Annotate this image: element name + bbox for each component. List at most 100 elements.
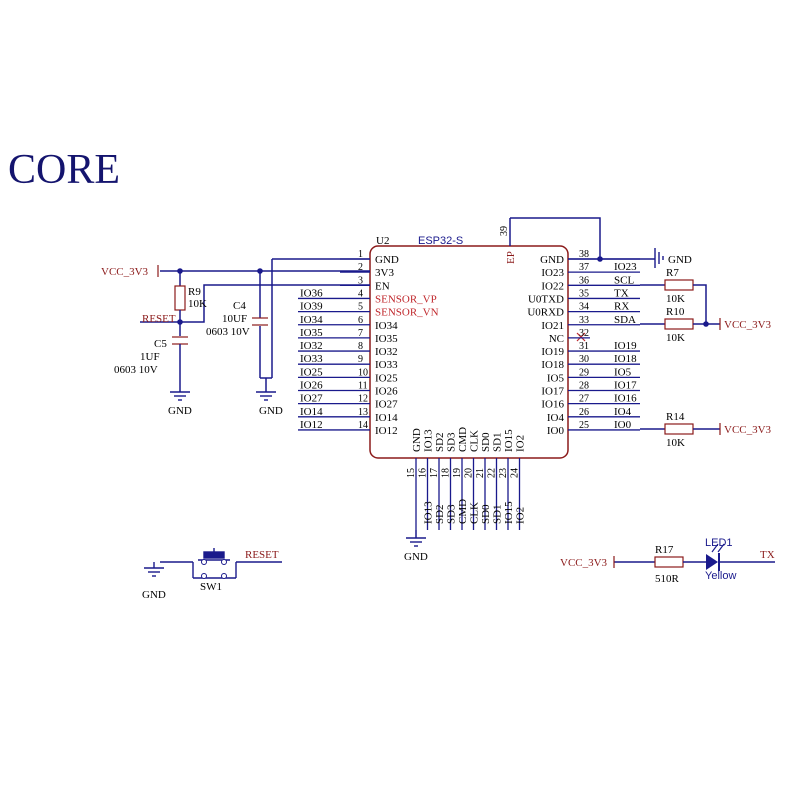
c4-value: 10UF [222, 313, 247, 325]
left-pin-name: IO35 [375, 333, 398, 345]
bottom-pin-name: SD0 [480, 432, 492, 452]
c4-package: 0603 10V [206, 326, 250, 338]
right-pin-number: 31 [579, 341, 589, 352]
gnd-label-c5: GND [168, 405, 192, 417]
right-pin-name: IO21 [541, 320, 564, 332]
sw1-contact-d [221, 573, 227, 579]
r14-value: 10K [666, 437, 685, 449]
right-pin-number: 28 [579, 381, 589, 392]
bottom-pin-number: 19 [452, 468, 463, 478]
right-pin-name: IO4 [547, 412, 565, 424]
left-pin-name: EN [375, 280, 390, 292]
right-pin-net: SCL [614, 274, 634, 286]
r9-body [174, 285, 186, 311]
left-pin-name: IO34 [375, 320, 398, 332]
left-pin-number: 1 [358, 249, 363, 260]
right-pin-net: IO23 [614, 261, 637, 273]
left-pin-number: 7 [358, 328, 363, 339]
left-pin-number: 8 [358, 341, 363, 352]
c4-ref: C4 [233, 300, 246, 312]
r14-ref: R14 [666, 411, 685, 423]
ep-pin-number: 39 [499, 226, 510, 236]
right-pin-number: 34 [579, 302, 589, 313]
r10-value: 10K [666, 332, 685, 344]
led1-value: Yellow [705, 570, 736, 582]
bottom-pin-number: 16 [418, 468, 429, 478]
left-pin-net: IO34 [300, 314, 323, 326]
module-body [369, 245, 569, 459]
left-pin-net: IO25 [300, 366, 323, 378]
bottom-pin-net: IO2 [515, 507, 527, 524]
gnd-label-sw1: GND [142, 589, 166, 601]
ep-pin-name: EP [505, 251, 517, 264]
bottom-pin-number: 24 [510, 468, 521, 478]
left-pin-number: 11 [358, 381, 368, 392]
bottom-pin-name: CLK [469, 430, 481, 452]
left-pin-name: 3V3 [375, 267, 394, 279]
bottom-pin-name: SD1 [492, 432, 504, 452]
left-pin-number: 6 [358, 315, 363, 326]
r9-ref: R9 [188, 286, 201, 298]
junction-c4 [257, 268, 263, 274]
gnd-label-right: GND [668, 254, 692, 266]
r7-value: 10K [666, 293, 685, 305]
bottom-pin-net: CLK [469, 502, 481, 524]
vcc-led-label: VCC_3V3 [560, 557, 608, 569]
gnd-symbol-sw1 [144, 567, 164, 577]
left-pin-net: IO39 [300, 301, 323, 313]
page-title: CORE [8, 147, 121, 193]
bottom-pin-number: 22 [487, 468, 498, 478]
right-pin-number: 26 [579, 407, 589, 418]
junction-pullup [703, 321, 709, 327]
right-pin-number: 33 [579, 315, 589, 326]
right-pin-name: IO16 [541, 399, 564, 411]
bottom-pin-net: IO15 [503, 501, 515, 524]
vcc-r10-label: VCC_3V3 [724, 319, 772, 331]
left-pin-name: IO26 [375, 386, 398, 398]
gnd-symbol-bottom [406, 537, 426, 547]
bottom-pin-net: CMD [457, 499, 469, 524]
junction-reset [177, 319, 183, 325]
r10-body [664, 318, 694, 330]
left-pin-net: IO14 [300, 406, 323, 418]
right-pin-number: 25 [579, 420, 589, 431]
bottom-pin-name: SD2 [434, 432, 446, 452]
right-pin-number: 27 [579, 394, 589, 405]
right-pin-net: IO0 [614, 419, 632, 431]
sw1-ref: SW1 [200, 581, 222, 593]
c5-value: 1UF [140, 351, 160, 363]
r10-ref: R10 [666, 306, 685, 318]
left-pin-number: 5 [358, 302, 363, 313]
gnd-label-bottom: GND [404, 551, 428, 563]
right-pin-number: 32 [579, 328, 589, 339]
bottom-pin-name: IO13 [423, 429, 435, 452]
right-pin-name: GND [540, 254, 564, 266]
left-pin-number: 10 [358, 367, 368, 378]
reset-net-label: RESET [142, 313, 176, 325]
right-pin-net: IO17 [614, 380, 637, 392]
right-pin-name: U0RXD [527, 307, 564, 319]
left-pin-net: IO27 [300, 393, 323, 405]
right-pin-number: 29 [579, 367, 589, 378]
bottom-pin-net: SD3 [446, 504, 458, 524]
right-pin-name: IO0 [547, 425, 565, 437]
r17-value: 510R [655, 573, 680, 585]
right-pin-net: TX [614, 287, 629, 299]
right-pin-name: U0TXD [528, 293, 564, 305]
left-pin-name: IO14 [375, 412, 398, 424]
bottom-pin-number: 18 [441, 468, 452, 478]
right-pin-name: IO19 [541, 346, 564, 358]
led1-ref: LED1 [705, 537, 733, 549]
right-pin-net: IO18 [614, 353, 637, 365]
left-pin-name: IO33 [375, 359, 398, 371]
left-pin-number: 3 [358, 275, 363, 286]
bottom-pin-number: 21 [475, 468, 486, 478]
sw1-contact-b [221, 559, 227, 565]
r17-body [654, 556, 684, 568]
left-pin-net: IO26 [300, 380, 323, 392]
left-pin-number: 13 [358, 407, 368, 418]
left-pin-number: 4 [358, 288, 363, 299]
gnd-symbol-right [654, 248, 664, 268]
left-pin-name: SENSOR_VN [375, 307, 439, 319]
